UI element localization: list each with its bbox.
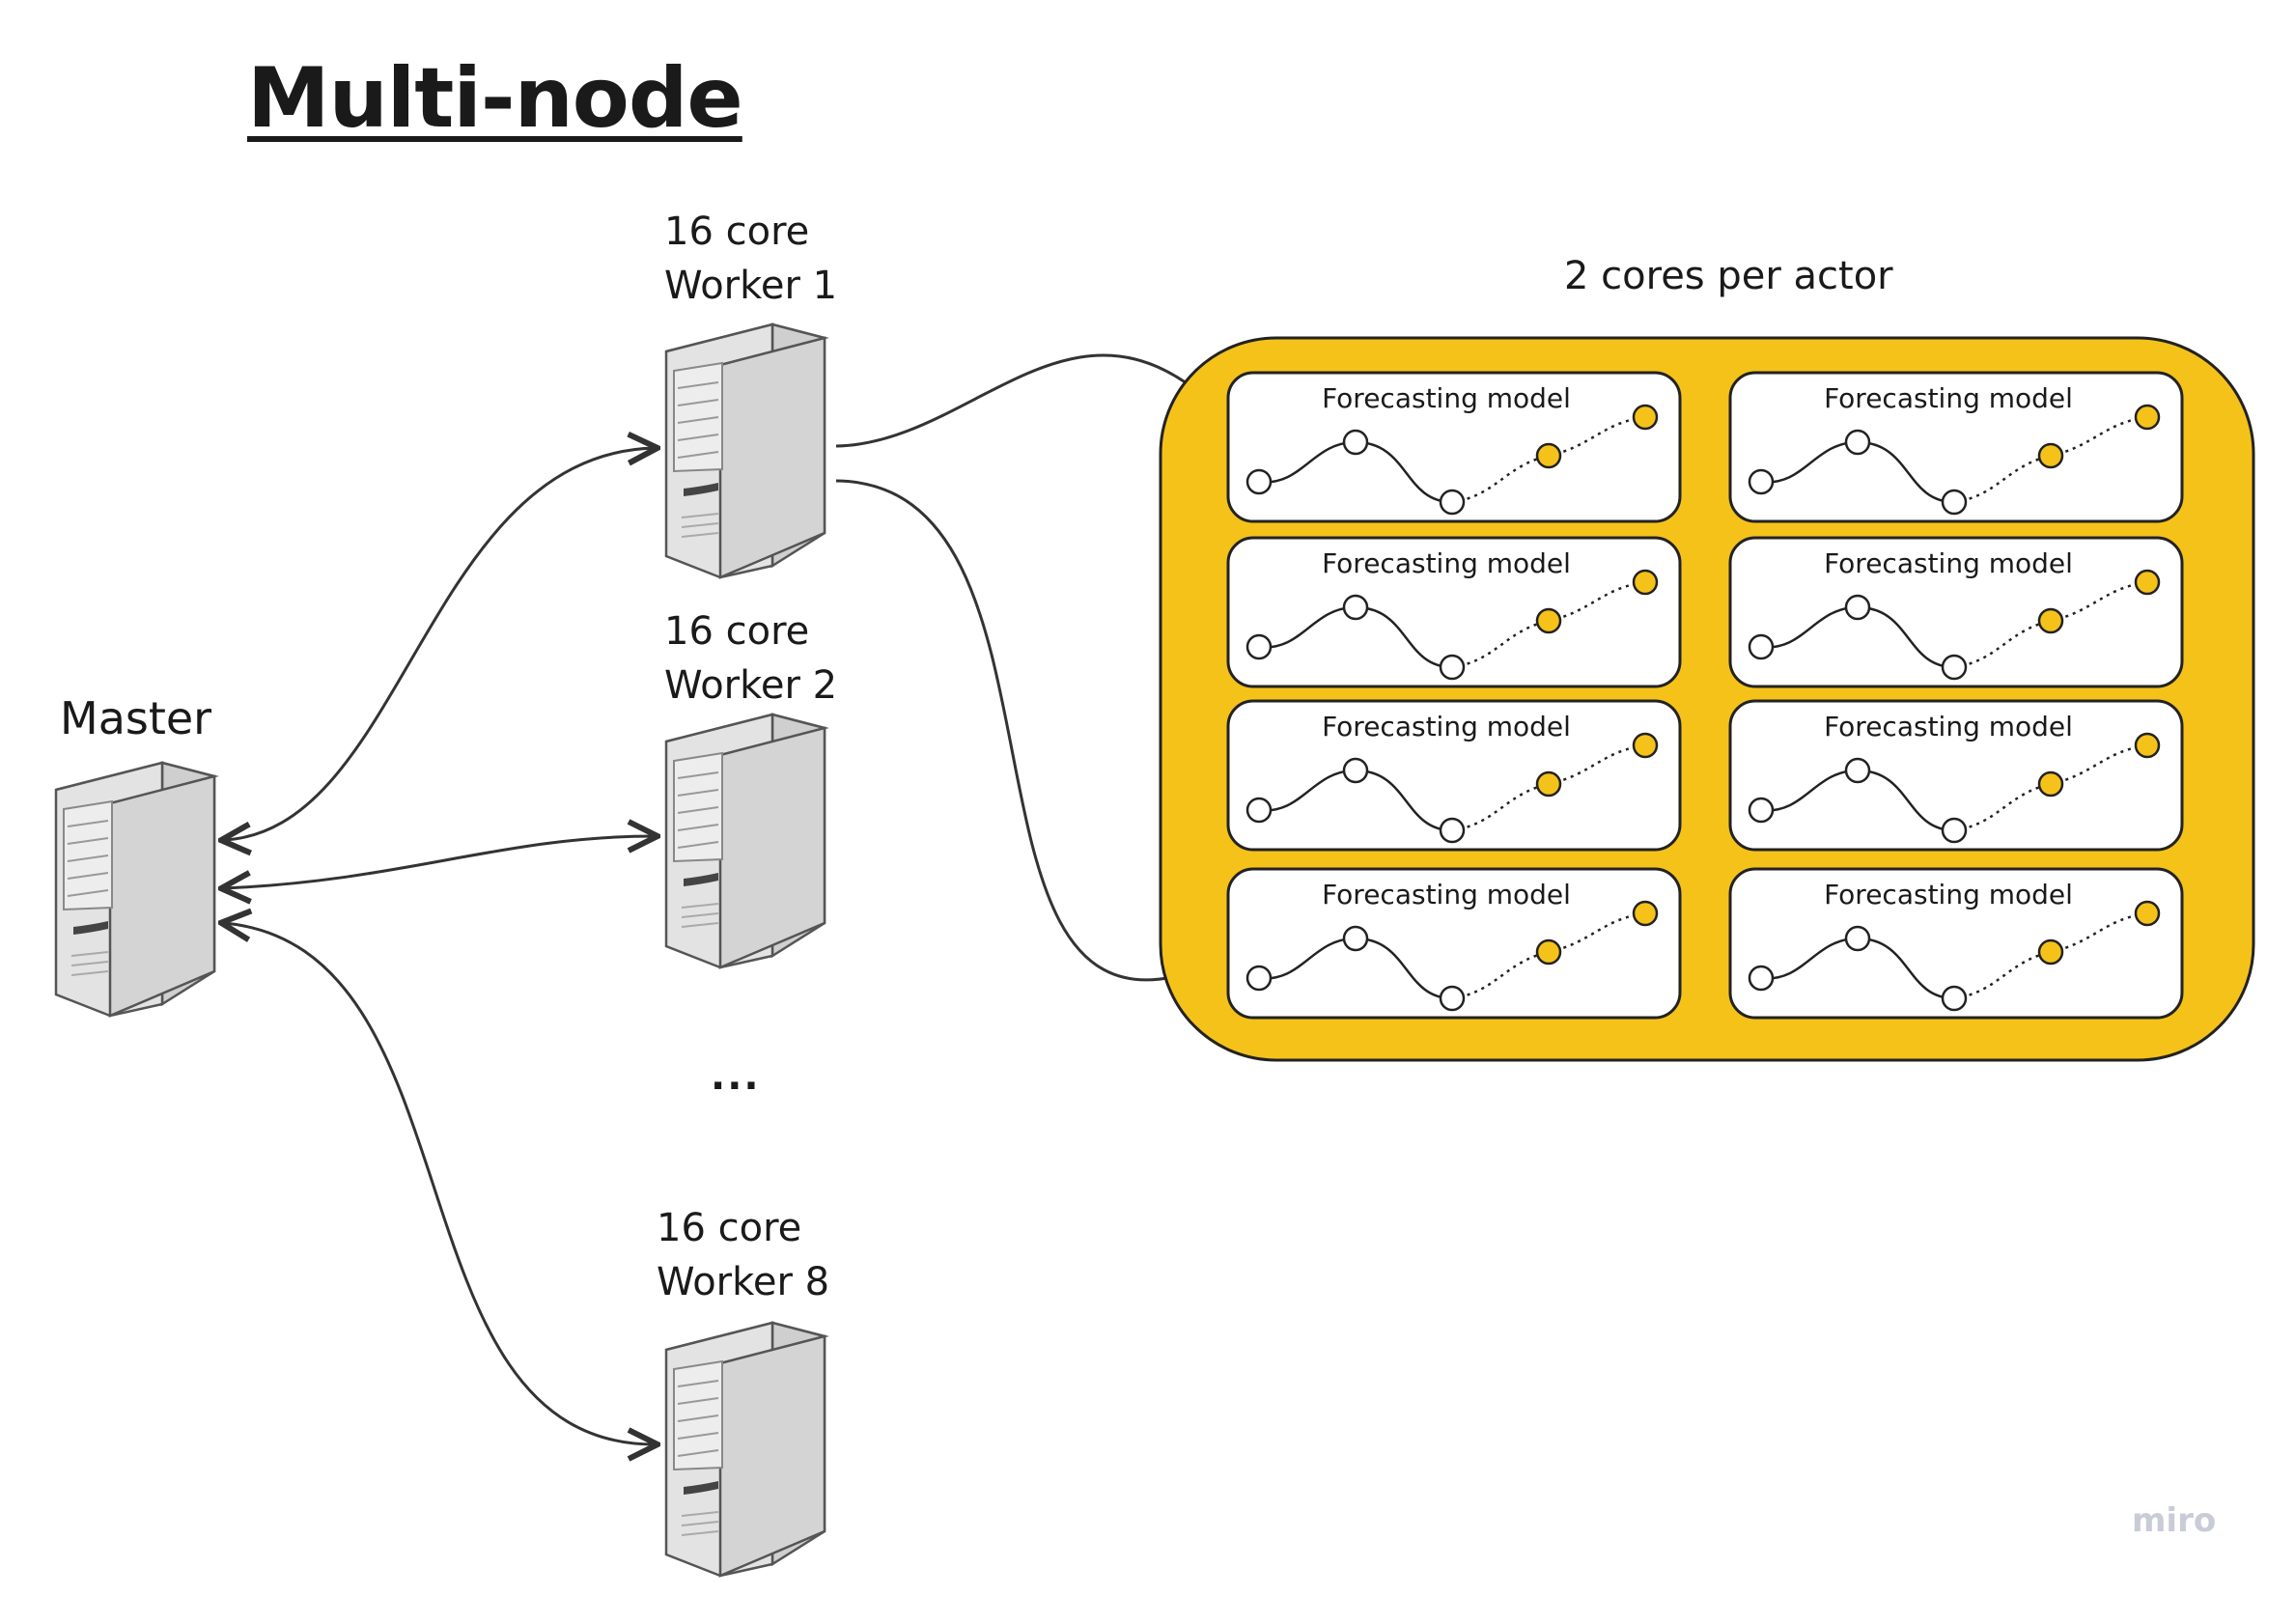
forecast-point xyxy=(2134,732,2161,759)
forecasting-model-card: Forecasting model xyxy=(1226,536,1682,688)
worker-1-name: Worker 1 xyxy=(664,264,838,308)
worker-2-label: 16 core Worker 2 xyxy=(664,604,837,713)
forecasting-model-card: Forecasting model xyxy=(1728,371,2184,523)
connector-worker-1-top xyxy=(835,353,1194,448)
forecast-point xyxy=(2134,900,2161,927)
workers-ellipsis: ... xyxy=(711,1054,761,1099)
arrow-master-worker-8 xyxy=(224,923,655,1444)
history-point xyxy=(1245,633,1273,660)
actor-group-label: 2 cores per actor xyxy=(1564,254,1893,298)
master-server-icon xyxy=(54,761,216,1018)
worker-2-cores: 16 core xyxy=(664,609,810,654)
worker-2-server-icon xyxy=(664,713,826,969)
forecast-point xyxy=(1632,732,1659,759)
history-point xyxy=(1245,797,1273,824)
model-title: Forecasting model xyxy=(1322,382,1571,414)
history-point xyxy=(1941,817,1968,844)
history-point xyxy=(1245,965,1273,992)
forecast-point xyxy=(1535,770,1562,798)
history-point xyxy=(1439,985,1466,1012)
model-title: Forecasting model xyxy=(1322,547,1571,579)
history-point xyxy=(1245,468,1273,495)
history-point xyxy=(1748,797,1775,824)
model-title: Forecasting model xyxy=(1322,879,1571,910)
worker-1-server-icon xyxy=(664,322,826,579)
history-point xyxy=(1748,633,1775,660)
forecast-point xyxy=(2037,770,2064,798)
forecast-point xyxy=(1632,404,1659,431)
history-point xyxy=(1748,965,1775,992)
worker-8-name: Worker 8 xyxy=(657,1260,830,1304)
history-point xyxy=(1844,757,1871,784)
history-point xyxy=(1439,654,1466,681)
model-title: Forecasting model xyxy=(1322,711,1571,742)
forecast-point xyxy=(1632,900,1659,927)
forecasting-model-card: Forecasting model xyxy=(1728,536,2184,688)
model-title: Forecasting model xyxy=(1824,382,2073,414)
connector-worker-1-bottom xyxy=(835,479,1173,982)
history-point xyxy=(1342,429,1369,456)
forecast-point xyxy=(2037,442,2064,469)
forecast-point xyxy=(2134,404,2161,431)
forecasting-model-card: Forecasting model xyxy=(1226,867,1682,1020)
history-point xyxy=(1439,817,1466,844)
forecast-point xyxy=(2134,569,2161,596)
worker-8-label: 16 core Worker 8 xyxy=(657,1201,829,1309)
miro-watermark: miro xyxy=(2132,1501,2217,1540)
page-title: Multi-node xyxy=(247,50,743,147)
forecast-point xyxy=(2037,938,2064,966)
worker-1-label: 16 core Worker 1 xyxy=(664,205,837,313)
history-point xyxy=(1844,925,1871,952)
history-point xyxy=(1748,468,1775,495)
history-point xyxy=(1439,489,1466,516)
forecasting-model-card: Forecasting model xyxy=(1226,699,1682,852)
history-point xyxy=(1941,489,1968,516)
model-title: Forecasting model xyxy=(1824,547,2073,579)
model-title: Forecasting model xyxy=(1824,711,2073,742)
worker-8-server-icon xyxy=(664,1321,826,1578)
history-point xyxy=(1342,594,1369,621)
arrow-master-worker-2 xyxy=(224,836,655,888)
forecasting-model-card: Forecasting model xyxy=(1728,699,2184,852)
arrow-master-worker-1 xyxy=(224,448,655,840)
forecast-point xyxy=(1535,607,1562,634)
worker-2-name: Worker 2 xyxy=(664,663,838,708)
model-title: Forecasting model xyxy=(1824,879,2073,910)
forecasting-model-card: Forecasting model xyxy=(1728,867,2184,1020)
history-point xyxy=(1844,429,1871,456)
history-point xyxy=(1941,985,1968,1012)
master-label: Master xyxy=(60,692,212,744)
forecasting-model-card: Forecasting model xyxy=(1226,371,1682,523)
forecast-point xyxy=(1632,569,1659,596)
worker-1-cores: 16 core xyxy=(664,210,810,254)
forecast-point xyxy=(1535,442,1562,469)
worker-8-cores: 16 core xyxy=(657,1206,802,1250)
forecast-point xyxy=(1535,938,1562,966)
history-point xyxy=(1844,594,1871,621)
forecast-point xyxy=(2037,607,2064,634)
history-point xyxy=(1342,925,1369,952)
history-point xyxy=(1941,654,1968,681)
history-point xyxy=(1342,757,1369,784)
